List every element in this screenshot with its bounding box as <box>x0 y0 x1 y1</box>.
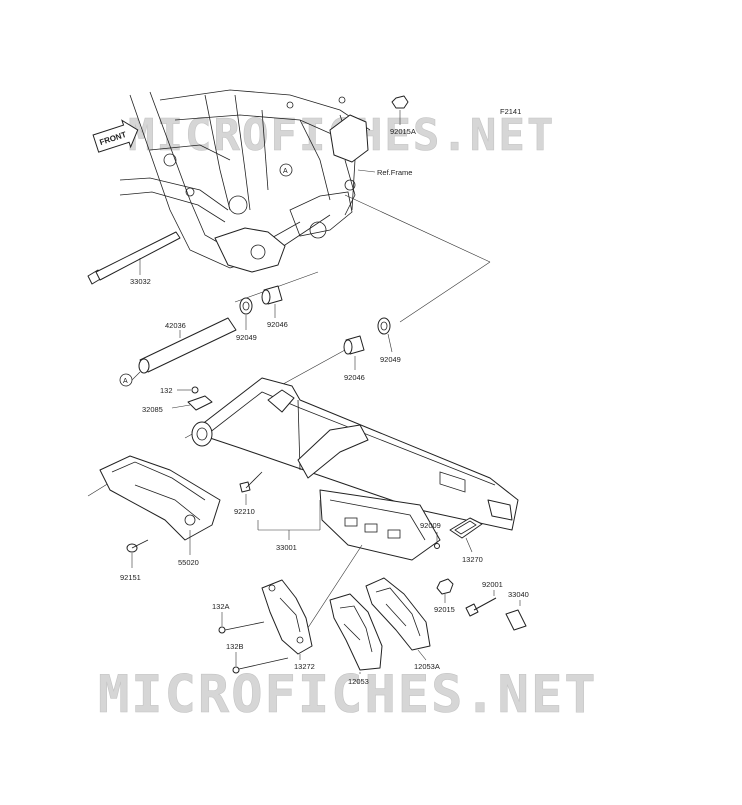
label-55020: 55020 <box>178 558 199 567</box>
label-92046-right: 92046 <box>344 373 365 382</box>
label-92046-top: 92046 <box>267 320 288 329</box>
guard-13272 <box>261 579 313 655</box>
screw-92009 <box>434 543 440 549</box>
label-42036: 42036 <box>165 321 186 330</box>
frame-assembly <box>119 89 371 273</box>
callout-a-shaft: A <box>119 373 133 387</box>
label-13270: 13270 <box>462 555 483 564</box>
chain-guide-12053a <box>365 577 431 651</box>
chain-slider-55020 <box>99 455 221 541</box>
bolt-132 <box>191 386 199 394</box>
bracket-32085 <box>187 395 213 411</box>
watermark-bottom: MICROFICHES.NET <box>98 665 598 725</box>
label-33032: 33032 <box>130 277 151 286</box>
label-92001: 92001 <box>482 580 503 589</box>
adjuster-33040 <box>505 609 527 631</box>
label-92049-top: 92049 <box>236 333 257 342</box>
swingarm-33001 <box>191 377 519 561</box>
pivot-bolt-33032 <box>87 231 181 285</box>
plate-13270 <box>449 517 483 539</box>
diagram-code: F2141 <box>500 107 521 116</box>
label-92015a: 92015A <box>390 127 416 136</box>
bolt-92210 <box>239 471 263 493</box>
label-92210: 92210 <box>234 507 255 516</box>
label-32085: 32085 <box>142 405 163 414</box>
label-132: 132 <box>160 386 173 395</box>
screw-92151 <box>126 539 149 553</box>
bolt-132a <box>218 621 265 634</box>
label-12053: 12053 <box>348 677 369 686</box>
label-132a: 132A <box>212 602 230 611</box>
label-92049-right: 92049 <box>380 355 401 364</box>
callout-a-frame-letter: A <box>283 168 288 175</box>
nut-92015 <box>436 578 454 595</box>
bearing-92046-top <box>261 285 283 305</box>
label-33040: 33040 <box>508 590 529 599</box>
guide-line <box>399 261 491 323</box>
label-12053a: 12053A <box>414 662 440 671</box>
label-33001: 33001 <box>276 543 297 552</box>
callout-a-shaft-letter: A <box>123 378 128 385</box>
label-ref-frame: Ref.Frame <box>377 168 412 177</box>
label-92009: 92009 <box>420 521 441 530</box>
chain-guide-12053 <box>329 593 383 671</box>
label-13272: 13272 <box>294 662 315 671</box>
guide-line <box>344 194 491 263</box>
pivot-shaft-42036 <box>138 317 237 374</box>
seal-92049-right <box>377 317 391 335</box>
nut-92015a <box>391 95 409 109</box>
front-arrow-icon: FRONT <box>92 119 139 153</box>
bolt-92001 <box>465 597 497 617</box>
bearing-92046-right <box>343 335 365 355</box>
callout-a-frame: A <box>279 163 293 177</box>
label-92015: 92015 <box>434 605 455 614</box>
label-132b: 132B <box>226 642 244 651</box>
label-92151: 92151 <box>120 573 141 582</box>
bolt-132b <box>232 657 289 674</box>
seal-92049-top <box>239 297 253 315</box>
